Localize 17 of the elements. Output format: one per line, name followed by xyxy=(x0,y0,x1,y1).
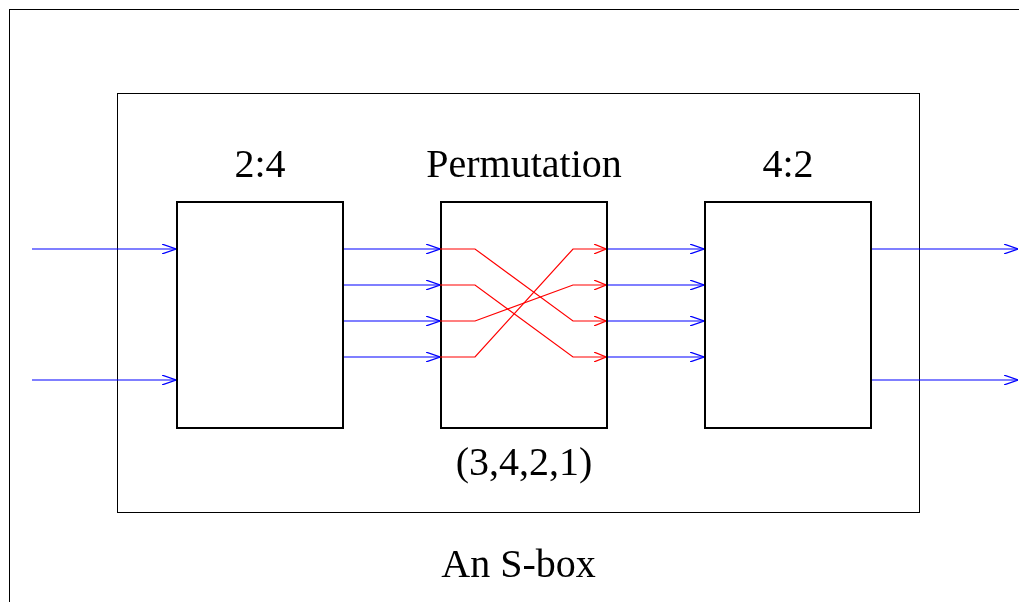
arrow xyxy=(607,351,705,363)
arrow xyxy=(343,351,441,363)
arrow xyxy=(871,374,1019,386)
arrow xyxy=(343,279,441,291)
arrow xyxy=(607,315,705,327)
arrow xyxy=(607,279,705,291)
arrow xyxy=(343,315,441,327)
arrow xyxy=(343,243,441,255)
block-heading: 2:4 xyxy=(234,140,286,188)
permutation-label: (3,4,2,1) xyxy=(455,438,593,486)
block-heading: Permutation xyxy=(426,140,622,188)
arrow xyxy=(607,243,705,255)
arrow xyxy=(871,243,1019,255)
frame-label: An S-box xyxy=(441,540,596,588)
arrow xyxy=(31,243,177,255)
block-heading: 4:2 xyxy=(762,140,814,188)
arrow xyxy=(31,374,177,386)
